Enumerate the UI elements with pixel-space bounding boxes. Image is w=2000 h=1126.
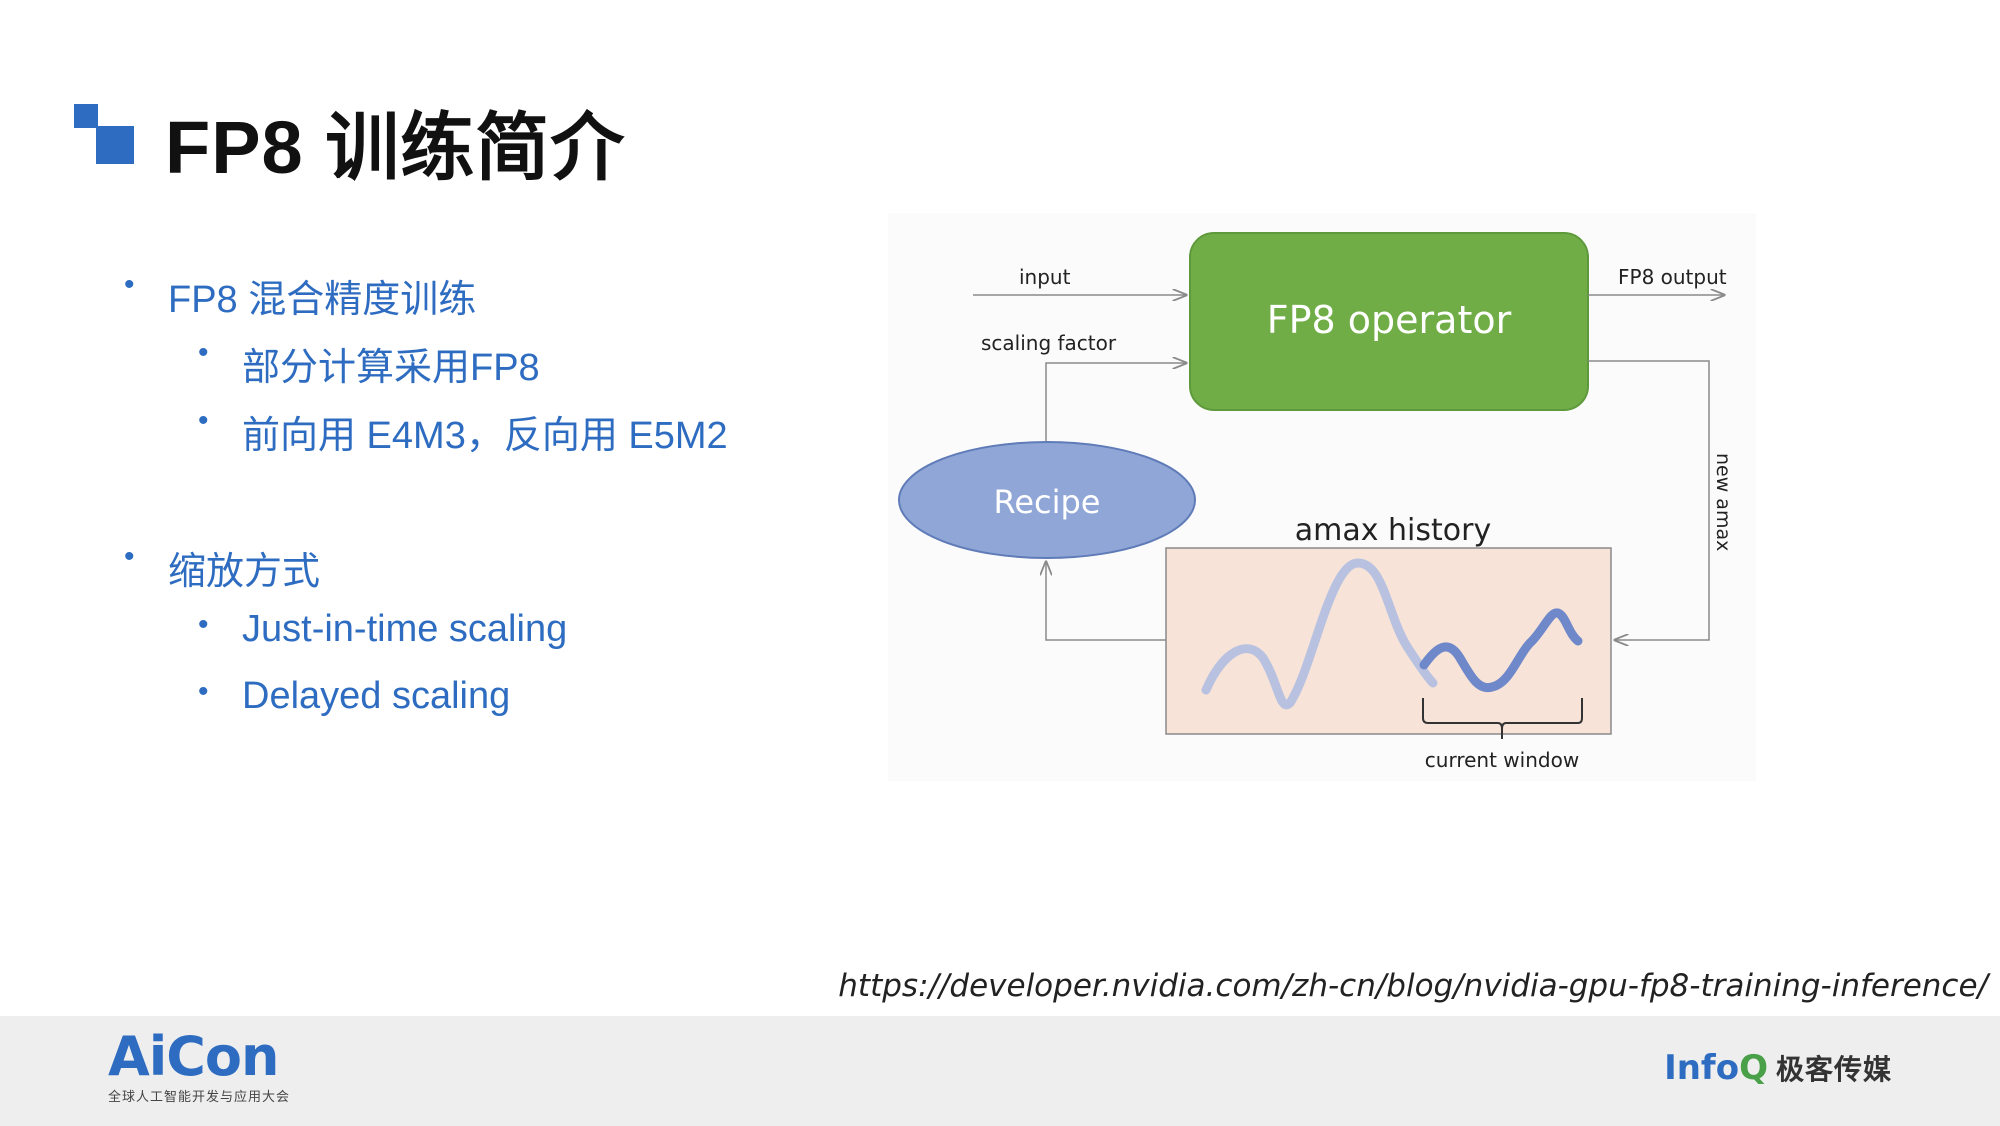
scaling-factor-label: scaling factor bbox=[981, 331, 1117, 355]
bullet-text: 缩放方式 bbox=[168, 551, 321, 593]
amax-curve-window bbox=[1419, 608, 1583, 693]
scaling-factor-arrow bbox=[1045, 363, 1186, 441]
title-decoration-icon bbox=[74, 104, 134, 164]
bullet-text: Just-in-time scaling bbox=[242, 608, 568, 650]
history-to-recipe-arrow bbox=[1046, 562, 1166, 641]
bullet-dot-icon: • bbox=[198, 404, 209, 437]
bullet-dot-icon: • bbox=[198, 336, 209, 369]
bullet-item: • Just-in-time scaling bbox=[198, 608, 568, 651]
fp8-scaling-diagram: input scaling factor FP8 operator FP8 ou… bbox=[888, 213, 1756, 781]
new-amax-arrow bbox=[1588, 360, 1710, 640]
current-window-brace bbox=[1422, 698, 1583, 739]
bullet-item: • FP8 混合精度训练 bbox=[124, 268, 477, 323]
bullet-text: FP8 混合精度训练 bbox=[168, 279, 477, 321]
bullet-item: • 部分计算采用FP8 bbox=[198, 336, 540, 391]
bullet-text: 前向用 E4M3，反向用 E5M2 bbox=[242, 415, 728, 457]
infoq-logo-text-b: Q bbox=[1739, 1048, 1768, 1088]
amax-curve-old bbox=[1201, 558, 1438, 710]
aicon-logo: AiCon 全球人工智能开发与应用大会 bbox=[108, 1030, 290, 1105]
source-link[interactable]: https://developer.nvidia.com/zh-cn/blog/… bbox=[838, 968, 1988, 1004]
amax-history-label: amax history bbox=[1295, 513, 1491, 548]
bullet-text: Delayed scaling bbox=[242, 675, 511, 717]
fp8-operator-box bbox=[1189, 232, 1589, 411]
aicon-logo-subtitle: 全球人工智能开发与应用大会 bbox=[108, 1089, 291, 1104]
bullet-item: • 前向用 E4M3，反向用 E5M2 bbox=[198, 404, 728, 459]
bullet-dot-icon: • bbox=[198, 675, 209, 708]
bullet-item: • 缩放方式 bbox=[124, 540, 321, 595]
bullet-dot-icon: • bbox=[198, 608, 209, 641]
infoq-logo-text-a: Info bbox=[1664, 1048, 1740, 1088]
bullet-dot-icon: • bbox=[124, 540, 135, 573]
aicon-logo-text: AiCon bbox=[108, 1025, 279, 1088]
fp8-operator-label: FP8 operator bbox=[1267, 298, 1512, 342]
infoq-logo-cn: 极客传媒 bbox=[1775, 1054, 1892, 1085]
current-window-label: current window bbox=[1425, 748, 1579, 772]
bullet-item: • Delayed scaling bbox=[198, 675, 511, 718]
bullet-dot-icon: • bbox=[124, 268, 135, 301]
new-amax-label: new amax bbox=[1712, 453, 1734, 551]
input-label: input bbox=[1019, 265, 1071, 289]
output-label: FP8 output bbox=[1618, 265, 1727, 289]
recipe-label: Recipe bbox=[994, 483, 1101, 521]
bullet-text: 部分计算采用FP8 bbox=[242, 347, 540, 389]
recipe-ellipse bbox=[898, 441, 1196, 559]
page-title: FP8 训练简介 bbox=[165, 106, 626, 189]
amax-history-box bbox=[1165, 547, 1612, 735]
